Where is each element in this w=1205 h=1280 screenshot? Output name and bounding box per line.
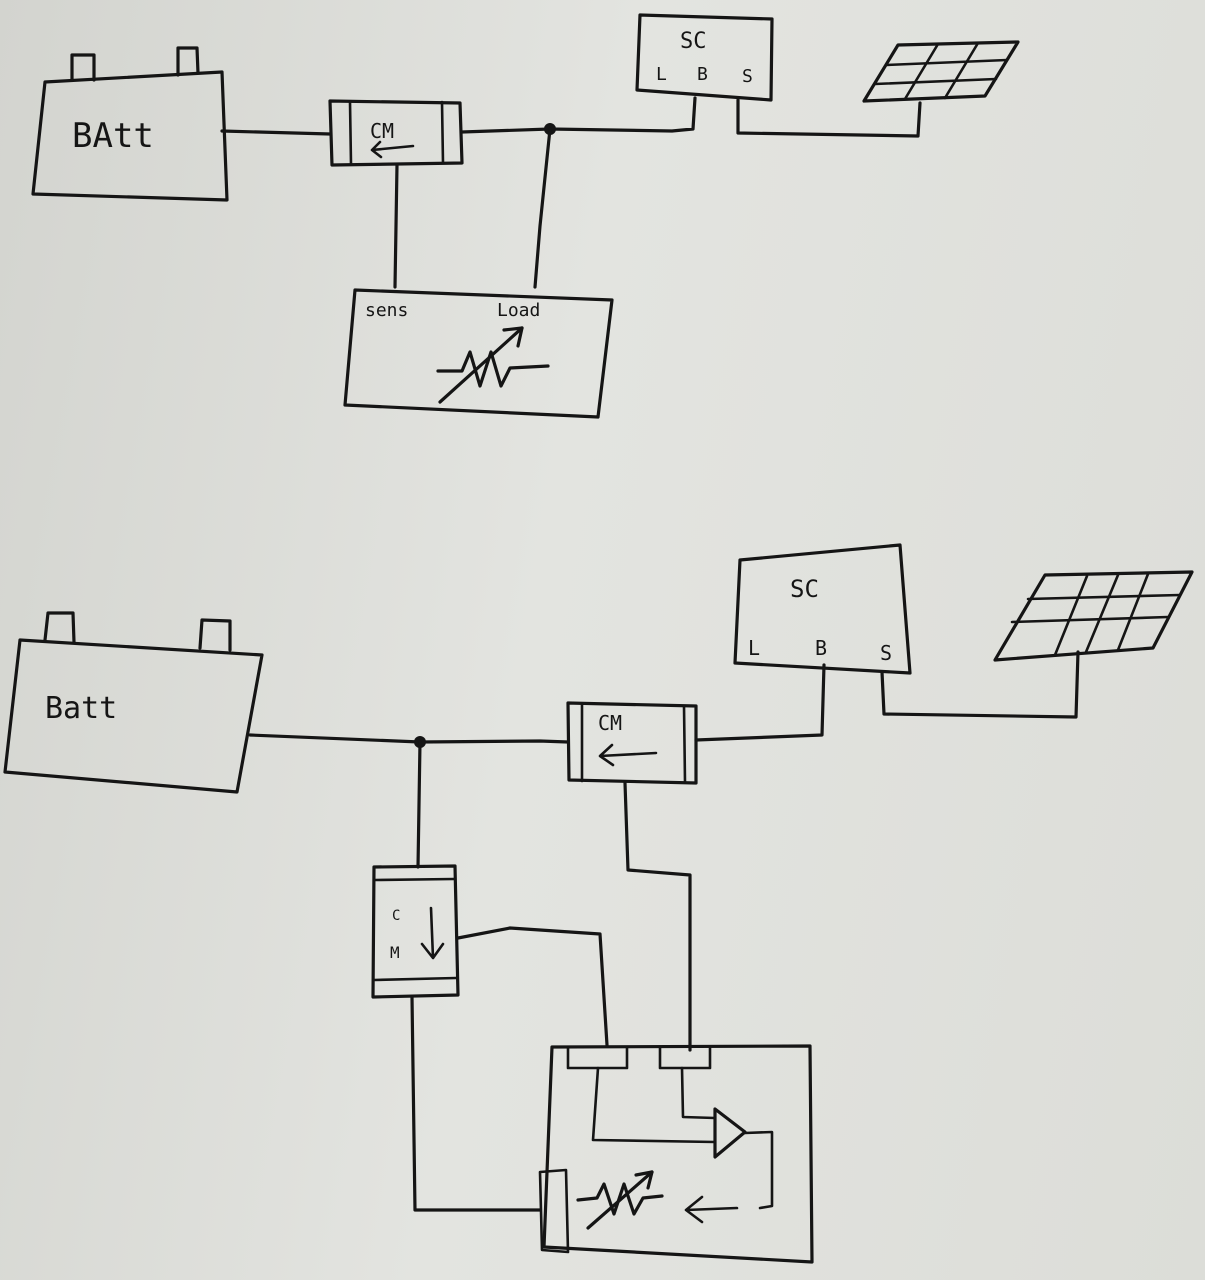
top-load-load-label: Load	[497, 300, 540, 321]
top-wire-cm-sc	[460, 96, 697, 134]
top-sc-terminal-l: L	[656, 64, 667, 85]
bottom-sc-terminal-s: S	[880, 641, 892, 665]
bottom-vertical-current-monitor: C M	[371, 864, 460, 999]
bottom-wire-junction-vcm	[416, 740, 422, 869]
top-sc-label: SC	[680, 29, 707, 54]
bottom-cm-arrow-icon	[598, 743, 658, 767]
top-diagram: BAtt CM SC L B S	[31, 13, 1020, 419]
top-solar-controller: SC L B S	[635, 13, 774, 102]
bottom-wire-cm-terminal2	[623, 781, 692, 1052]
top-current-monitor: CM	[328, 99, 464, 167]
top-load-module: sens Load	[343, 288, 614, 419]
bottom-wire-vcm-resistor	[410, 995, 542, 1212]
top-wire-sc-panel	[736, 98, 922, 138]
bottom-wire-vcm-terminal1	[456, 926, 609, 1047]
bottom-sc-terminal-l: L	[748, 636, 760, 660]
top-solar-panel-icon	[862, 40, 1020, 103]
bottom-wire-sc-panel	[880, 650, 1080, 719]
bottom-load-circuit	[538, 1044, 814, 1264]
bottom-variable-resistor-icon	[576, 1170, 664, 1230]
top-sc-terminal-s: S	[742, 66, 753, 87]
bottom-battery: Batt	[3, 611, 264, 794]
bottom-diagram: Batt CM SC L B S	[3, 543, 1194, 1264]
top-battery: BAtt	[31, 46, 229, 202]
bottom-current-monitor: CM	[566, 701, 698, 785]
bottom-solar-controller: SC L B S	[733, 543, 912, 675]
bottom-vcm-label-m: M	[390, 943, 400, 962]
bottom-cm-label: CM	[598, 711, 622, 735]
bottom-sc-terminal-b: B	[815, 636, 827, 660]
top-load-sense-label: sens	[365, 300, 408, 321]
bottom-feedback-arrow-icon	[684, 1195, 739, 1224]
bottom-amplifier-icon	[713, 1107, 747, 1159]
top-cm-label: CM	[370, 119, 394, 143]
bottom-solar-panel-icon	[993, 570, 1194, 662]
bottom-sc-label: SC	[790, 575, 819, 603]
bottom-battery-label: Batt	[45, 691, 117, 726]
bottom-vcm-label-c: C	[392, 908, 400, 924]
top-cm-arrow-icon	[370, 140, 415, 159]
top-variable-resistor-icon	[436, 326, 550, 404]
top-wire-junction-load	[533, 127, 552, 289]
top-wire-cm-sense	[393, 163, 399, 289]
top-sc-terminal-b: B	[697, 64, 708, 85]
bottom-wire-cm-sc	[694, 663, 826, 742]
bottom-vcm-arrow-icon	[420, 906, 445, 960]
top-battery-label: BAtt	[72, 116, 154, 156]
bottom-wire-batt-cm	[248, 733, 570, 744]
top-wire-batt-cm	[220, 129, 332, 136]
